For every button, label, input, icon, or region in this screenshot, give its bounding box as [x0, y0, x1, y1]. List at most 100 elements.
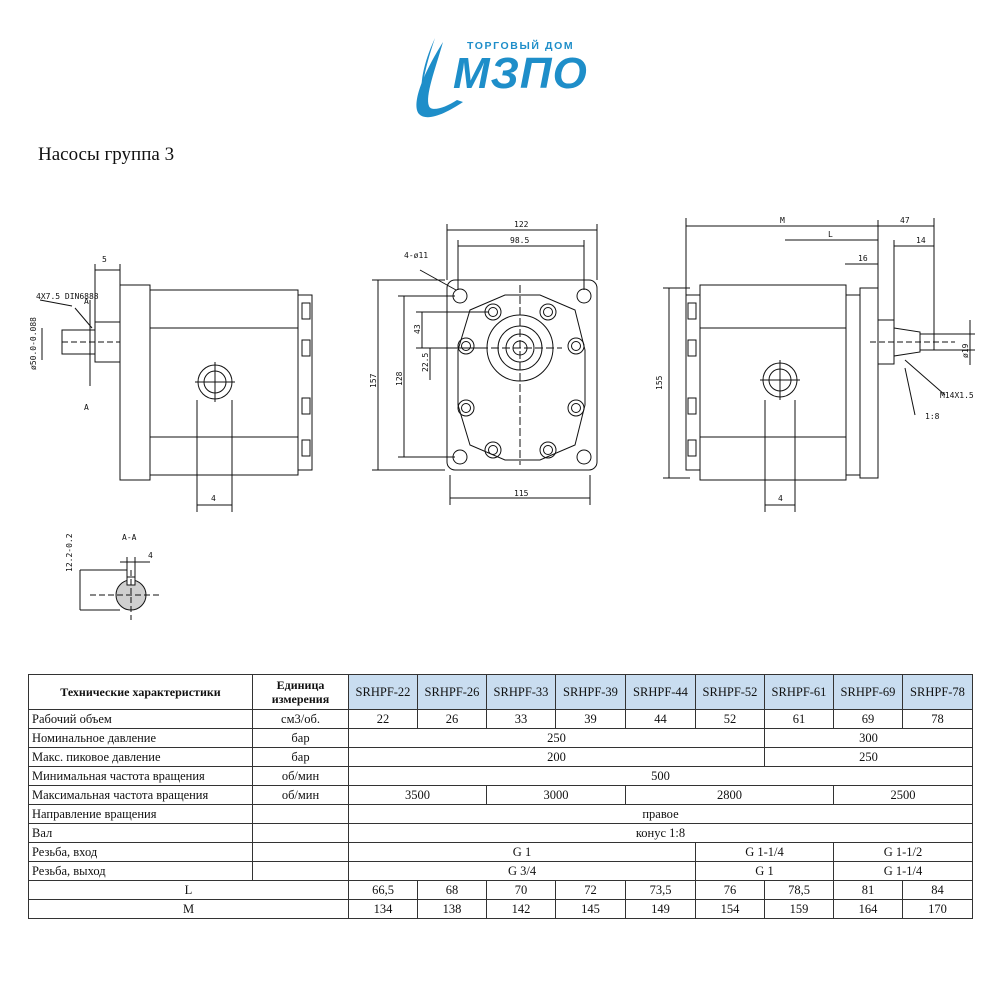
dim-128-label: 128	[395, 371, 404, 386]
header-model: SRHPF-78	[902, 674, 973, 710]
cell-value: 68	[417, 880, 487, 900]
row-name: Резьба, выход	[28, 861, 253, 881]
dim-22-5-label: 22.5	[421, 353, 430, 372]
row-unit	[252, 823, 349, 843]
cell-value: 78	[902, 709, 973, 729]
cell-value: 70	[486, 880, 556, 900]
header-model: SRHPF-61	[764, 674, 834, 710]
cell-value: 84	[902, 880, 973, 900]
cell-value: 52	[695, 709, 765, 729]
cell-value: 72	[555, 880, 626, 900]
logo-swoosh-icon	[416, 38, 463, 118]
dim-4-left-label: 4	[211, 494, 216, 503]
header-model: SRHPF-22	[348, 674, 418, 710]
table-row: M 134 138 142 145 149 154 159 164 170	[28, 899, 973, 919]
cell-value: 3000	[486, 785, 626, 805]
dim-157-label: 157	[369, 373, 378, 388]
section-dim-4-label: 4	[148, 551, 153, 560]
row-name: Максимальная частота вращения	[28, 785, 253, 805]
section-mark-top: A	[84, 297, 89, 306]
cell-value: 250	[764, 747, 973, 767]
table-row: Вал конус 1:8	[28, 823, 973, 843]
header-model: SRHPF-33	[486, 674, 556, 710]
shaft-d19-label: ø19	[961, 343, 970, 358]
cell-value: 66,5	[348, 880, 418, 900]
row-unit: об/мин	[252, 785, 349, 805]
row-unit: об/мин	[252, 766, 349, 786]
taper-label: 1:8	[925, 412, 940, 421]
cell-value: 300	[764, 728, 973, 748]
cell-value: конус 1:8	[348, 823, 973, 843]
row-name: L	[28, 880, 349, 900]
dim-98-5-label: 98.5	[510, 236, 529, 245]
row-name: Вал	[28, 823, 253, 843]
header-param: Технические характеристики	[28, 674, 253, 710]
cell-value: 73,5	[625, 880, 696, 900]
table-header-row: Технические характеристики Единица измер…	[28, 674, 973, 710]
shaft-dim-label: ø50.0-0.088	[29, 317, 38, 370]
header-model: SRHPF-44	[625, 674, 696, 710]
company-logo	[405, 34, 605, 134]
cell-value: 44	[625, 709, 696, 729]
cell-value: 145	[555, 899, 626, 919]
row-name: M	[28, 899, 349, 919]
cell-value: 500	[348, 766, 973, 786]
table-row: Резьба, выход G 3/4 G 1 G 1-1/4	[28, 861, 973, 881]
cell-value: 200	[348, 747, 765, 767]
logo-name: МЗПО	[453, 49, 588, 98]
cell-value: 81	[833, 880, 903, 900]
cell-value: 134	[348, 899, 418, 919]
row-unit: см3/об.	[252, 709, 349, 729]
table-row: Рабочий объем см3/об. 22 26 33 39 44 52 …	[28, 709, 973, 729]
cell-value: 39	[555, 709, 626, 729]
cell-value: G 1-1/2	[833, 842, 973, 862]
row-name: Номинальное давление	[28, 728, 253, 748]
cell-value: G 1	[348, 842, 696, 862]
cell-value: G 1-1/4	[695, 842, 834, 862]
cell-value: 138	[417, 899, 487, 919]
left-side-view	[39, 264, 313, 512]
cell-value: 170	[902, 899, 973, 919]
table-row: Макс. пиковое давление бар 200 250	[28, 747, 973, 767]
cell-value: 2500	[833, 785, 973, 805]
row-name: Рабочий объем	[28, 709, 253, 729]
dim-14-label: 14	[916, 236, 926, 245]
cell-value: 149	[625, 899, 696, 919]
cell-value: G 1	[695, 861, 834, 881]
pump-technical-drawing: 4X7.5 DIN6888 ø50.0-0.088 5 4 A A 122 98…	[29, 216, 975, 620]
dim-155-label: 155	[655, 375, 664, 390]
dim-115-label: 115	[514, 489, 529, 498]
cell-value: 164	[833, 899, 903, 919]
specifications-table: Технические характеристики Единица измер…	[28, 674, 973, 919]
row-name: Резьба, вход	[28, 842, 253, 862]
dim-M-label: M	[780, 216, 785, 225]
cell-value: 69	[833, 709, 903, 729]
cell-value: 154	[695, 899, 765, 919]
dim-43-label: 43	[413, 324, 422, 334]
cell-value: 33	[486, 709, 556, 729]
row-unit: бар	[252, 728, 349, 748]
row-unit	[252, 861, 349, 881]
dim-16-label: 16	[858, 254, 868, 263]
dim-47-label: 47	[900, 216, 910, 225]
table-row: Резьба, вход G 1 G 1-1/4 G 1-1/2	[28, 842, 973, 862]
dim-122-label: 122	[514, 220, 529, 229]
cell-value: 3500	[348, 785, 487, 805]
dim-L-label: L	[828, 230, 833, 239]
row-unit: бар	[252, 747, 349, 767]
header-model: SRHPF-39	[555, 674, 626, 710]
row-unit	[252, 804, 349, 824]
row-name: Макс. пиковое давление	[28, 747, 253, 767]
row-unit	[252, 842, 349, 862]
cell-value: G 3/4	[348, 861, 696, 881]
dim-5-label: 5	[102, 255, 107, 264]
cell-value: 76	[695, 880, 765, 900]
table-row: Минимальная частота вращения об/мин 500	[28, 766, 973, 786]
page-title: Насосы группа 3	[38, 144, 175, 165]
table-row: L 66,5 68 70 72 73,5 76 78,5 81 84	[28, 880, 973, 900]
logo-subtitle: ТОРГОВЫЙ ДОМ	[467, 40, 575, 52]
cell-value: 142	[486, 899, 556, 919]
cell-value: G 1-1/4	[833, 861, 973, 881]
holes-label: 4-ø11	[404, 251, 428, 260]
right-side-view	[663, 218, 975, 512]
